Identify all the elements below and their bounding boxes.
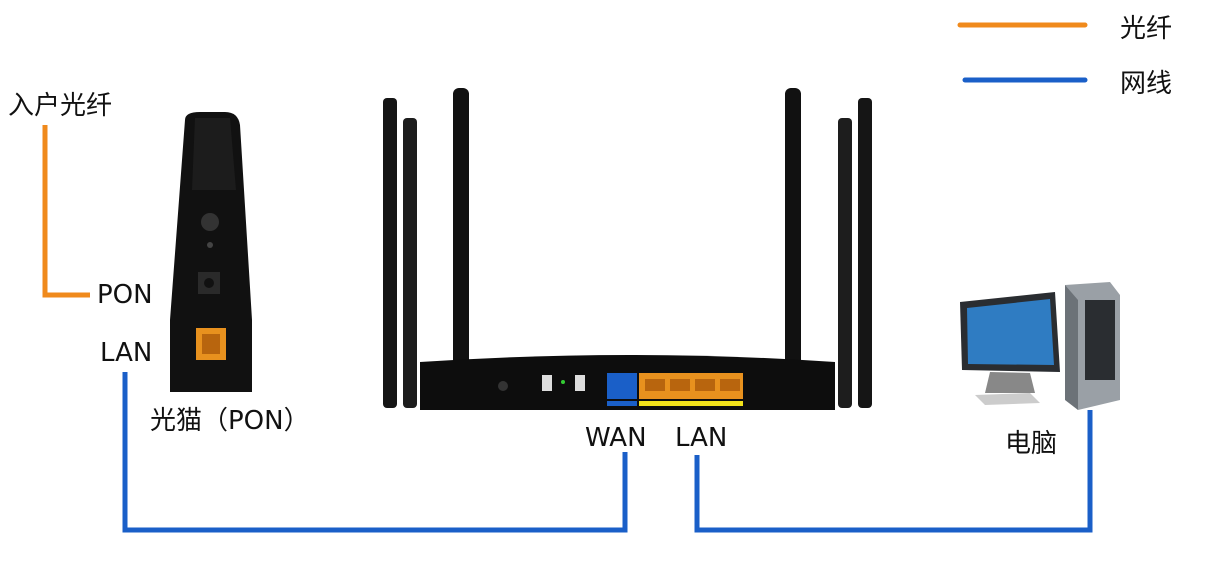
modem-name-label: 光猫（PON） bbox=[150, 406, 310, 436]
fiber-line bbox=[42, 125, 90, 298]
computer bbox=[960, 282, 1120, 410]
router bbox=[383, 88, 872, 410]
incoming-fiber-label: 入户光纤 bbox=[8, 91, 113, 121]
cable-lan-to-computer bbox=[694, 410, 1093, 533]
pon-port-label: PON bbox=[97, 280, 153, 310]
legend-fiber-label: 光纤 bbox=[1120, 14, 1173, 44]
router-lan-label: LAN bbox=[675, 423, 728, 453]
computer-label: 电脑 bbox=[1005, 429, 1058, 459]
cable-modem-to-wan bbox=[122, 372, 628, 533]
modem-lan-label: LAN bbox=[100, 338, 153, 368]
router-wan-label: WAN bbox=[585, 423, 647, 453]
optical-modem bbox=[170, 112, 252, 392]
legend-cable-label: 网线 bbox=[1120, 69, 1173, 99]
